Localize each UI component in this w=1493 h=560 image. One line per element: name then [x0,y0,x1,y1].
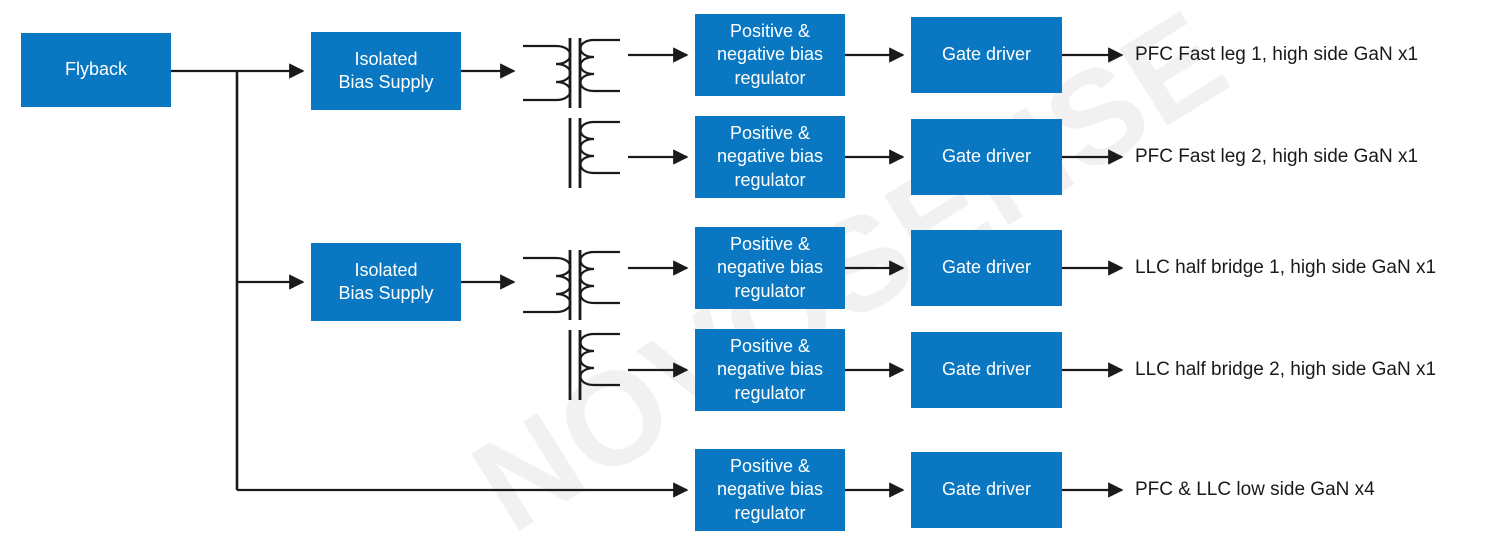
gate-driver-4-label: Gate driver [941,359,1032,380]
isb2-line2: Bias Supply [338,283,434,303]
wiring-layer [171,38,1124,498]
output-label-1: PFC Fast leg 1, high side GaN x1 [1135,44,1419,65]
isb1-line1: Isolated [354,48,418,69]
block-isolated-bias-supply-1[interactable]: Isolated Bias Supply [311,32,461,110]
block-flyback[interactable]: Flyback [21,33,171,107]
regulator-3-line2: negative bias [716,257,824,278]
isb2-line1: Isolated [354,259,418,280]
block-gate-driver-2[interactable]: Gate driver [911,119,1062,195]
block-flyback-label: Flyback [64,59,127,80]
block-regulator-1[interactable]: Positive & negative bias regulator [695,14,845,96]
block-gate-driver-1[interactable]: Gate driver [911,17,1062,93]
regulator-4-line2: negative bias [716,359,824,380]
transformer-2 [523,250,620,400]
regulator-2-line3: regulator [734,169,806,190]
block-gate-driver-5[interactable]: Gate driver [911,452,1062,528]
regulator-3-line3: regulator [734,280,806,301]
regulator-5-line2: negative bias [716,479,824,500]
regulator-5-line1: Positive & [729,456,811,477]
gate-driver-2-label: Gate driver [941,146,1032,167]
transformer-1 [523,38,620,188]
block-isolated-bias-supply-2-label: Isolated Bias Supply [334,259,437,305]
regulator-3-line1: Positive & [729,234,811,255]
block-gate-driver-4[interactable]: Gate driver [911,332,1062,408]
block-regulator-3[interactable]: Positive & negative bias regulator [695,227,845,309]
block-isolated-bias-supply-1-label: Isolated Bias Supply [334,48,437,94]
output-label-5: PFC & LLC low side GaN x4 [1135,479,1375,500]
regulator-2-line2: negative bias [716,146,824,167]
regulator-4-line3: regulator [734,382,806,403]
output-label-4: LLC half bridge 2, high side GaN x1 [1135,359,1437,380]
gate-driver-3-label: Gate driver [941,257,1032,278]
block-regulator-4[interactable]: Positive & negative bias regulator [695,329,845,411]
regulator-1-line3: regulator [734,67,806,88]
regulator-5-line3: regulator [734,502,806,523]
block-diagram-canvas: NOVOSENSE [21,0,1437,559]
block-regulator-5[interactable]: Positive & negative bias regulator [695,449,845,531]
block-isolated-bias-supply-2[interactable]: Isolated Bias Supply [311,243,461,321]
isb1-line2: Bias Supply [338,72,434,92]
regulator-1-line2: negative bias [716,44,824,65]
regulator-4-line1: Positive & [729,336,811,357]
regulator-1-line1: Positive & [729,21,811,42]
block-regulator-2[interactable]: Positive & negative bias regulator [695,116,845,198]
gate-driver-1-label: Gate driver [941,44,1032,65]
gate-driver-5-label: Gate driver [941,479,1032,500]
output-label-2: PFC Fast leg 2, high side GaN x1 [1135,146,1419,167]
regulator-2-line1: Positive & [729,123,811,144]
output-label-3: LLC half bridge 1, high side GaN x1 [1135,257,1437,278]
block-gate-driver-3[interactable]: Gate driver [911,230,1062,306]
